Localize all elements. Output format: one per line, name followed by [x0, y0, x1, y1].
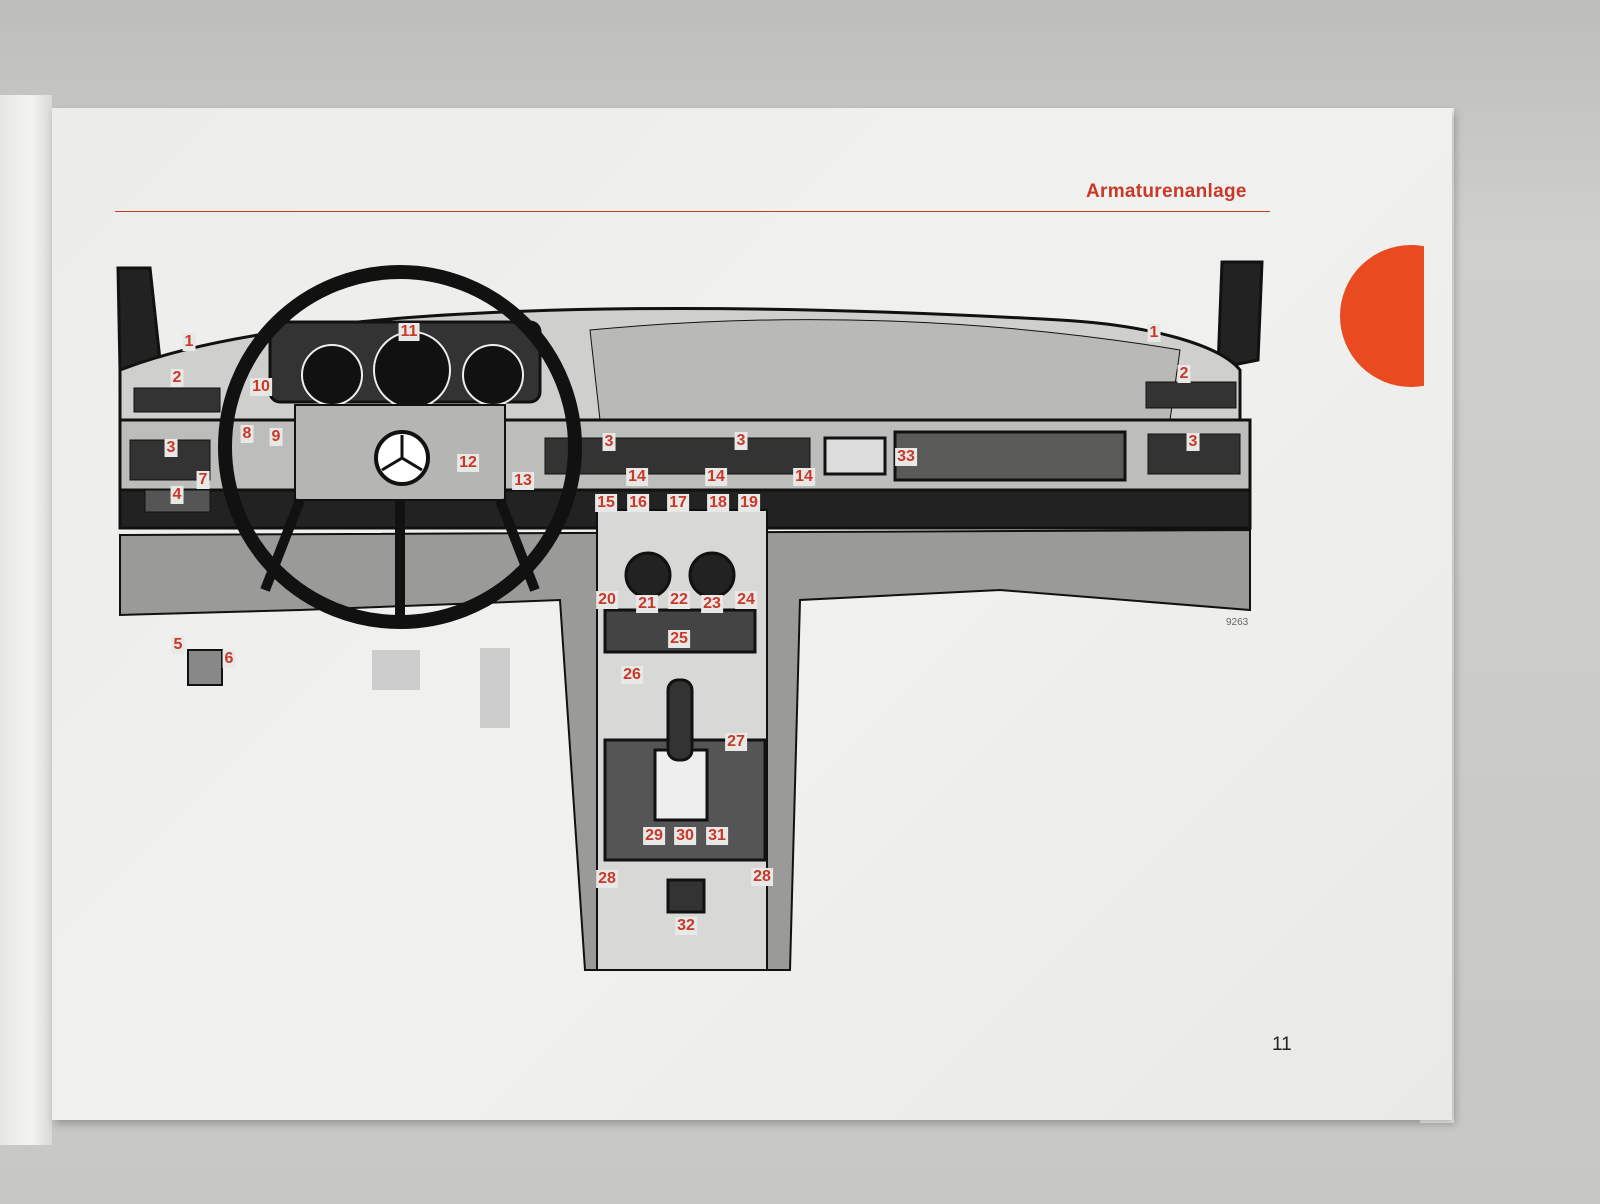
header-rule — [115, 211, 1270, 212]
callout-label: 6 — [222, 650, 236, 668]
callout-label: 10 — [250, 378, 272, 396]
callout-label: 18 — [707, 494, 729, 512]
callout-label: 8 — [240, 425, 254, 443]
section-title: Armaturenanlage — [1086, 181, 1247, 202]
callout-label: 25 — [668, 630, 690, 648]
callout-label: 14 — [793, 468, 815, 486]
callout-label: 21 — [636, 595, 658, 613]
callout-label: 11 — [398, 323, 420, 341]
callout-label: 9 — [269, 428, 283, 446]
callout-label: 29 — [643, 827, 665, 845]
callout-label: 23 — [701, 595, 723, 613]
callout-label: 4 — [170, 486, 184, 504]
right-pillar — [1216, 260, 1264, 370]
callout-label: 32 — [675, 917, 697, 935]
callout-label: 3 — [602, 433, 616, 451]
callout-label: 20 — [596, 591, 618, 609]
callout-label: 14 — [705, 468, 727, 486]
callout-label: 5 — [171, 636, 185, 654]
page-number: 11 — [1272, 1034, 1292, 1055]
callout-label: 12 — [457, 454, 479, 472]
callout-label: 16 — [627, 494, 649, 512]
callout-label: 27 — [725, 733, 747, 751]
callout-label: 14 — [626, 468, 648, 486]
callout-label: 24 — [735, 591, 757, 609]
callout-label: 15 — [595, 494, 617, 512]
callout-label: 28 — [596, 870, 618, 888]
callout-label: 3 — [734, 432, 748, 450]
left-page-edge — [0, 95, 52, 1145]
steering-wheel — [218, 265, 582, 629]
callout-label: 7 — [196, 471, 210, 489]
callout-label: 22 — [668, 591, 690, 609]
callout-label: 3 — [164, 439, 178, 457]
figure-number: 9263 — [1226, 617, 1249, 628]
callout-label: 30 — [674, 827, 696, 845]
callout-label: 2 — [170, 369, 184, 387]
callout-label: 2 — [1177, 365, 1191, 383]
callout-label: 1 — [1147, 324, 1161, 342]
callout-label: 13 — [512, 472, 534, 490]
callout-label: 19 — [738, 494, 760, 512]
callout-label: 33 — [895, 448, 917, 466]
callout-label: 3 — [1186, 433, 1200, 451]
callout-label: 31 — [706, 827, 728, 845]
callout-label: 17 — [667, 494, 689, 512]
callout-label: 26 — [621, 666, 643, 684]
callout-label: 28 — [751, 868, 773, 886]
section-tab-marker — [1340, 245, 1424, 387]
left-pillar — [116, 266, 162, 372]
callout-label: 1 — [182, 333, 196, 351]
